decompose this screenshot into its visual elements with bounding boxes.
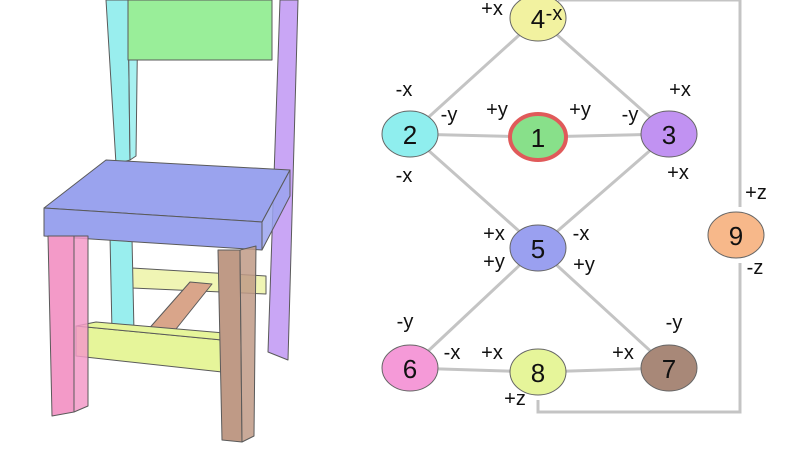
edge-4-3 [537, 16, 670, 136]
edge-label: -x [396, 165, 413, 187]
node-5-circle [509, 224, 567, 272]
edge-label: +y [483, 251, 505, 273]
chair-part-front-right-leg [217, 249, 243, 443]
node-7-circle [640, 344, 698, 392]
edge-label: +x [483, 223, 505, 245]
node-3-circle [640, 110, 698, 158]
edge-5-3 [537, 132, 670, 250]
graph-nodes: 1 2 3 4 5 6 7 8 9 [381, 0, 765, 396]
chair-part-back-top-rail [127, 0, 273, 61]
chair-part-front-right-leg-side [239, 245, 257, 443]
edge-label: +y [573, 254, 595, 276]
edge-2-4 [408, 16, 540, 136]
edge-label: -y [441, 104, 458, 126]
edge-5-7 [536, 246, 671, 370]
node-4-circle [509, 0, 567, 42]
node-4-label: 4 [531, 4, 545, 34]
edge-label: +z [745, 182, 767, 204]
edge-label: +x [669, 79, 691, 101]
node-8-label: 8 [531, 358, 545, 388]
node-1-label: 1 [531, 123, 545, 153]
chair-illustration [43, 0, 299, 443]
node-6-circle [381, 344, 439, 392]
edge-label: -x [573, 223, 590, 245]
chair-part-front-left-leg [47, 235, 75, 417]
node-5-label: 5 [531, 234, 545, 264]
node-9-circle [707, 211, 765, 259]
edge-2-5 [409, 132, 539, 250]
node-1-circle [508, 112, 568, 162]
graph-edge-labels: +x -x -x -y +y +y -y +x -x +x +x -x +y +y -y -y -x +x +x +z… [396, 0, 767, 410]
chair-part-left-back-post-lower [109, 235, 135, 333]
edge-label: -z [747, 257, 764, 279]
edge-label: +x [612, 342, 634, 364]
edge-label: -y [622, 104, 639, 126]
edge-label: +x [481, 0, 503, 20]
edge-label: -y [666, 312, 683, 334]
edge-label: -x [546, 3, 563, 25]
edge-label: +x [667, 162, 689, 184]
edge-label: +z [504, 388, 526, 410]
edge-label: -y [397, 311, 414, 333]
edge-4-9 [558, 0, 742, 207]
node-2-label: 2 [403, 120, 417, 150]
edge-label: -x [444, 342, 461, 364]
node-7-label: 7 [662, 354, 676, 384]
node-9-label: 9 [729, 221, 743, 251]
chair-part-seat-side [261, 169, 291, 251]
node-2-circle [381, 110, 439, 158]
edge-label: +x [481, 342, 503, 364]
edge-label: -x [396, 79, 413, 101]
edge-label: +y [486, 99, 508, 121]
chair-part-front-left-leg-side [73, 235, 89, 413]
chair-part-left-back-post-upper [105, 0, 131, 165]
edge-8-9 [536, 263, 742, 414]
edge-label: +y [569, 99, 591, 121]
node-6-label: 6 [403, 354, 417, 384]
edge-5-6 [408, 246, 540, 370]
node-8-circle [509, 348, 567, 396]
node-3-label: 3 [662, 120, 676, 150]
